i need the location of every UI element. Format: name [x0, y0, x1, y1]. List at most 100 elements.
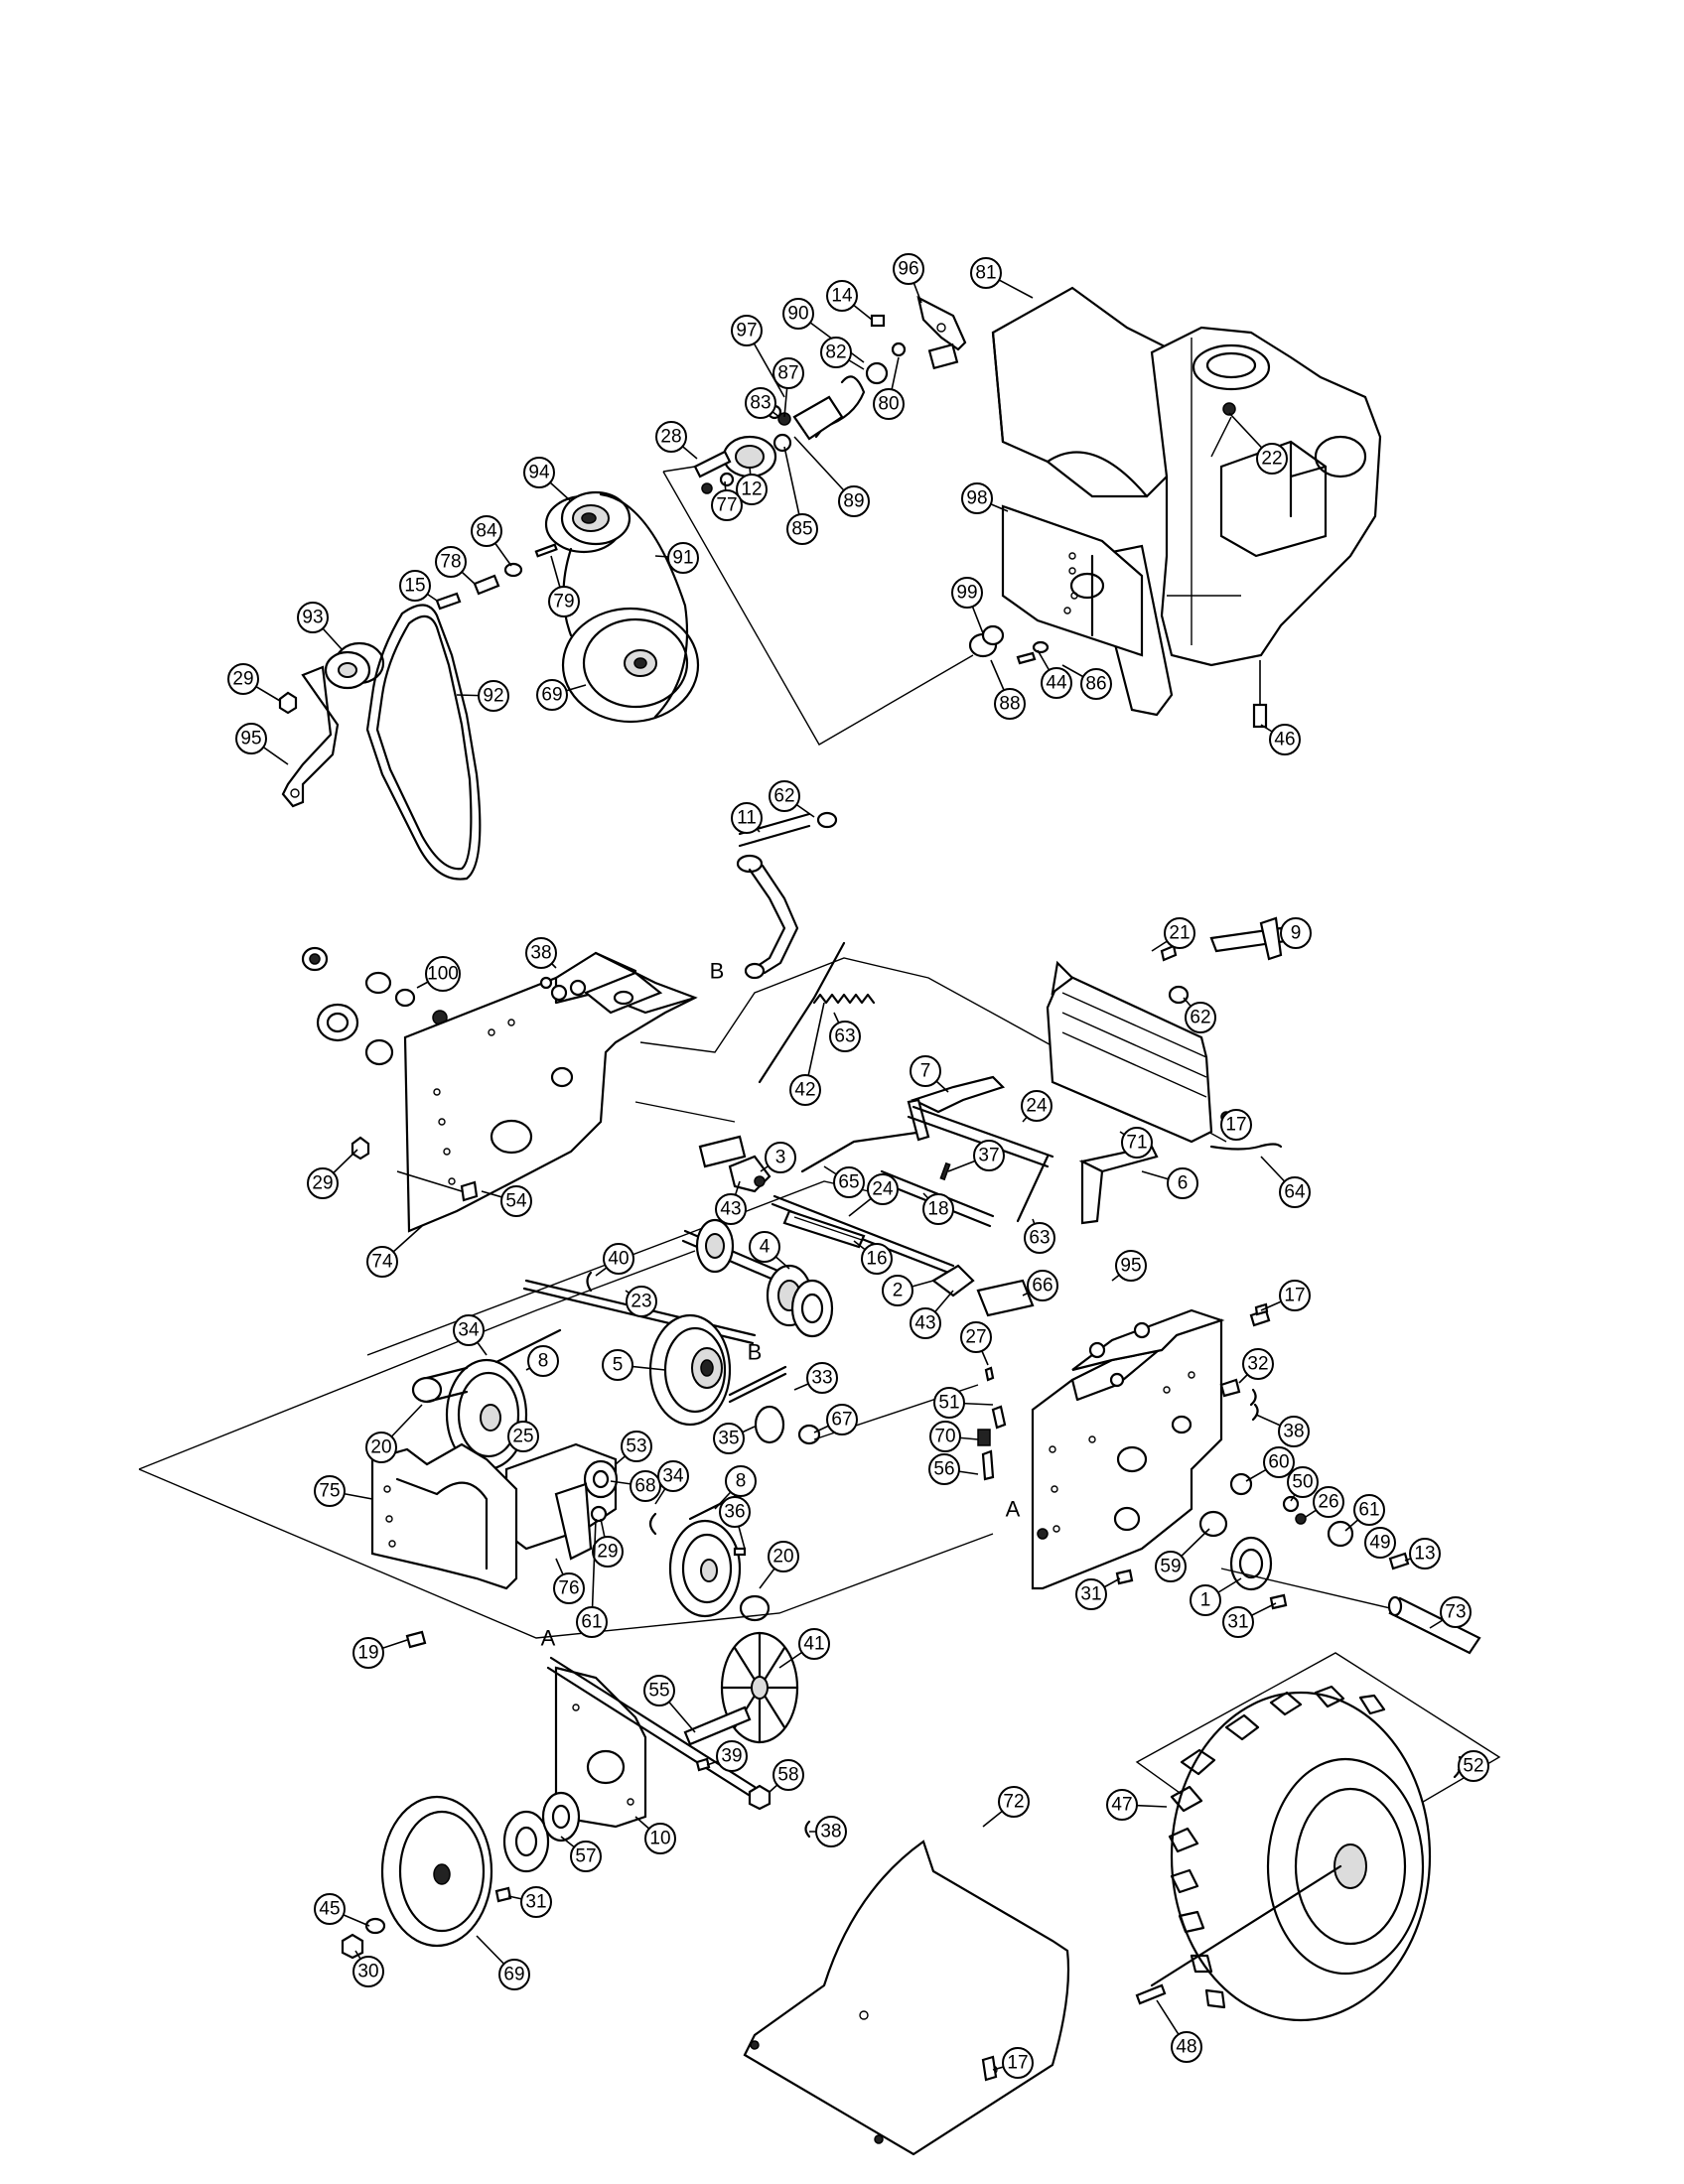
callout-50: 50 — [1287, 1466, 1319, 1502]
callout-number: 38 — [1283, 1422, 1304, 1442]
callout-number: 38 — [820, 1822, 841, 1843]
callout-circle — [548, 586, 580, 617]
callout-14: 14 — [826, 280, 873, 321]
callout-number: 42 — [794, 1080, 815, 1101]
callout-number: 17 — [1225, 1115, 1246, 1136]
callout-38: 38 — [809, 1816, 847, 1847]
callout-8: 8 — [525, 1345, 559, 1377]
callout-24: 24 — [1021, 1090, 1052, 1123]
callout-number: 84 — [476, 521, 497, 542]
callout-number: 65 — [838, 1172, 859, 1193]
callout-circle — [352, 1956, 384, 1987]
callout-number: 31 — [1080, 1584, 1101, 1605]
idler-bracket-assembly — [693, 295, 967, 494]
callout-31: 31 — [1075, 1577, 1121, 1610]
callout-circle — [910, 1055, 941, 1087]
callout-24: 24 — [848, 1173, 899, 1217]
callout-number: 69 — [503, 1965, 524, 1985]
callout-circle — [820, 337, 852, 368]
callout-95: 95 — [235, 723, 289, 765]
callout-circle — [500, 1185, 532, 1217]
callout-number: 77 — [716, 495, 737, 516]
leader-line — [591, 1518, 597, 1623]
callout-circle — [1106, 1789, 1138, 1821]
callout-circle — [838, 485, 870, 517]
callout-circle — [630, 1470, 661, 1502]
callout-number: 49 — [1369, 1533, 1390, 1554]
callout-number: 15 — [404, 576, 425, 597]
callout-48: 48 — [1156, 1999, 1202, 2063]
callout-4: 4 — [749, 1231, 790, 1270]
callout-circle — [715, 1193, 747, 1225]
callout-number: 24 — [1026, 1096, 1048, 1117]
callout-83: 83 — [745, 387, 780, 419]
callout-number: 35 — [718, 1429, 739, 1449]
callout-number: 8 — [736, 1471, 747, 1492]
callout-21: 21 — [1151, 917, 1195, 952]
callout-27: 27 — [960, 1321, 992, 1366]
callout-circle — [765, 1142, 796, 1173]
callout-number: 39 — [721, 1746, 742, 1767]
callout-circle — [235, 723, 267, 754]
callout-circle — [928, 1453, 960, 1485]
callout-circle — [806, 1362, 838, 1394]
callout-31: 31 — [507, 1886, 552, 1918]
callout-circle — [1041, 667, 1072, 699]
callout-22: 22 — [1228, 412, 1288, 475]
center-shafts — [138, 941, 1283, 1639]
callout-13: 13 — [1404, 1538, 1441, 1570]
callout-45: 45 — [314, 1893, 370, 1927]
callout-number: 43 — [720, 1199, 741, 1220]
letter-b-shift: B — [710, 959, 725, 984]
callout-circle — [994, 688, 1026, 720]
callout-44: 44 — [1037, 649, 1072, 699]
callout-circle — [951, 577, 983, 609]
callout-number: 6 — [1178, 1173, 1189, 1194]
callout-circle — [603, 1243, 634, 1275]
callout-circle — [772, 1759, 804, 1791]
callout-circle — [1287, 1466, 1319, 1498]
callout-circle — [1458, 1750, 1489, 1782]
callout-94: 94 — [523, 457, 572, 502]
callout-number: 59 — [1160, 1557, 1181, 1577]
callout-number: 55 — [648, 1681, 669, 1702]
callout-number: 20 — [370, 1437, 391, 1458]
callout-circle — [826, 280, 858, 312]
callout-circle — [1278, 1416, 1310, 1447]
callout-51: 51 — [933, 1387, 994, 1419]
callout-number: 17 — [1284, 1286, 1305, 1306]
callout-circle — [1171, 2031, 1202, 2063]
callout-43: 43 — [910, 1290, 954, 1339]
callout-number: 93 — [302, 608, 323, 628]
callout-number: 40 — [608, 1249, 629, 1270]
callout-circle — [893, 253, 924, 285]
callout-73: 73 — [1429, 1596, 1472, 1629]
callout-circle — [498, 1959, 530, 1990]
callout-circle — [520, 1886, 552, 1918]
callout-number: 80 — [878, 394, 899, 415]
callout-number: 8 — [538, 1351, 549, 1372]
callout-number: 70 — [934, 1427, 955, 1447]
callout-31: 31 — [1222, 1602, 1277, 1638]
callout-number: 23 — [631, 1292, 651, 1312]
callout-61: 61 — [576, 1518, 608, 1638]
callout-circle — [507, 1421, 539, 1452]
callout-34: 34 — [654, 1460, 689, 1505]
callout-circle — [366, 1246, 398, 1278]
callout-number: 63 — [834, 1026, 855, 1047]
callout-circle — [1080, 668, 1112, 700]
callout-circle — [478, 680, 509, 712]
callout-number: 69 — [541, 685, 562, 706]
callout-26: 26 — [1305, 1486, 1344, 1518]
callout-circle — [667, 542, 699, 574]
callout-35: 35 — [713, 1423, 756, 1454]
callout-circle — [655, 421, 687, 453]
callout-number: 62 — [773, 786, 794, 807]
callout-57: 57 — [560, 1836, 602, 1872]
callout-circle — [1222, 1606, 1254, 1638]
callout-number: 87 — [777, 363, 798, 384]
callout-number: 32 — [1247, 1354, 1268, 1375]
callout-circle — [1021, 1090, 1052, 1122]
